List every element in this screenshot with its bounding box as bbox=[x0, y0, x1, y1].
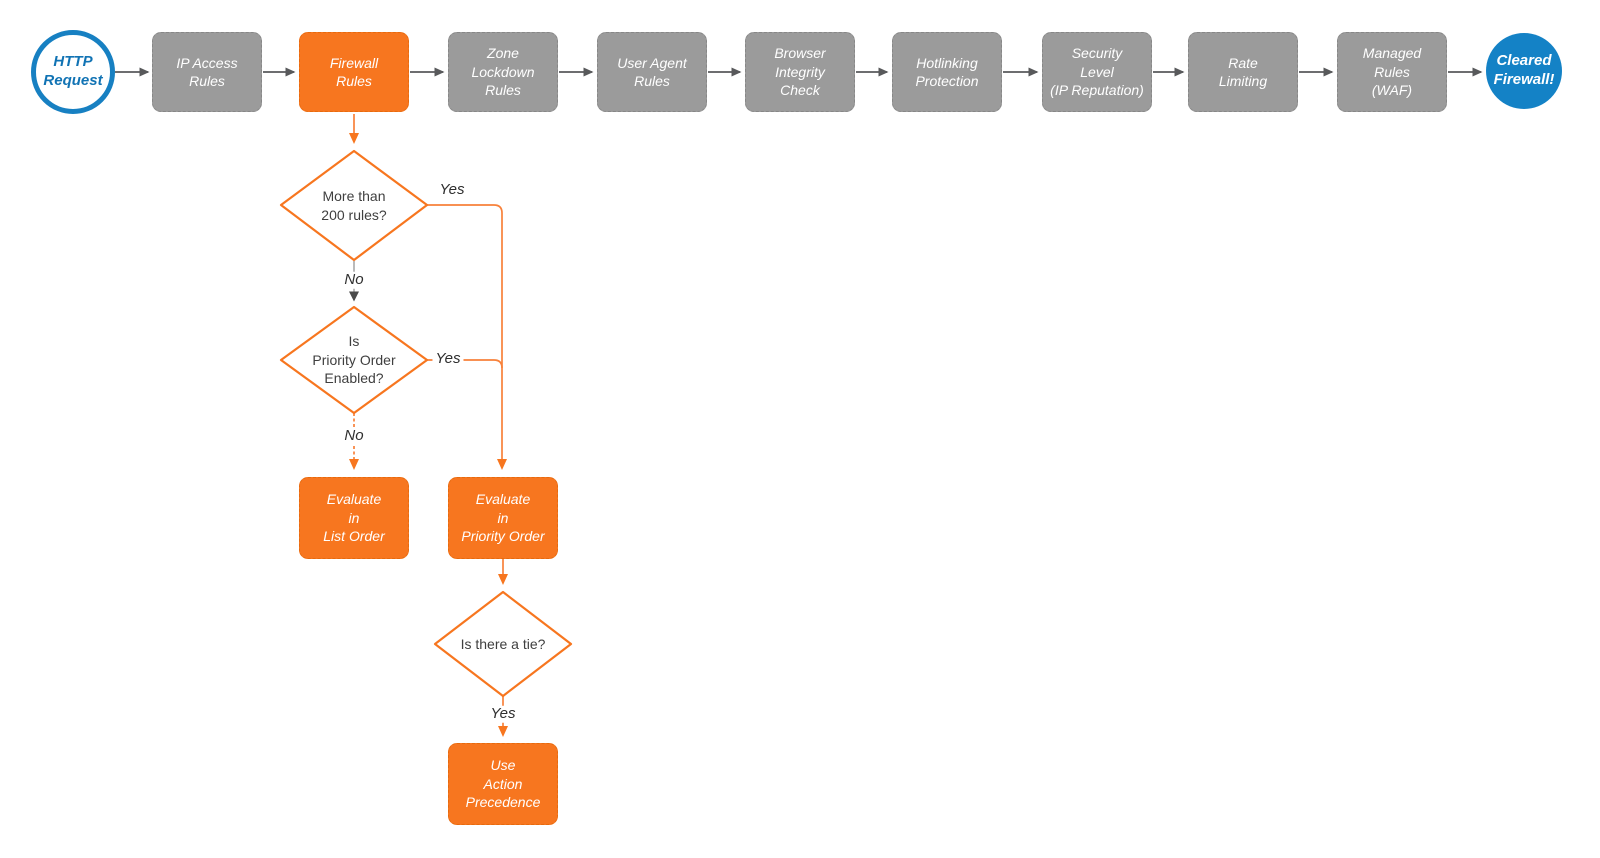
node-ip-access-rules-label: IP Access Rules bbox=[176, 54, 238, 89]
edge-priority-enabled-yes-join bbox=[427, 359, 503, 369]
edge-label-yes-more-200: Yes bbox=[436, 181, 468, 199]
decision-more-than-200-rules-label: More than 200 rules? bbox=[321, 187, 387, 223]
decision-priority-order-enabled-shape bbox=[279, 305, 429, 415]
node-evaluate-list-order-label: Evaluate in List Order bbox=[323, 491, 385, 545]
edge-label-yes-tie: Yes bbox=[487, 705, 519, 723]
node-evaluate-priority-order-label: Evaluate in Priority Order bbox=[461, 491, 545, 545]
decision-is-there-a-tie-label: Is there a tie? bbox=[460, 635, 546, 652]
decision-priority-order-enabled-label: Is Priority Order Enabled? bbox=[312, 332, 396, 387]
decision-more-than-200-rules-shape bbox=[279, 149, 429, 262]
node-evaluate-list-order: Evaluate in List Order bbox=[299, 477, 409, 559]
node-user-agent-rules: User Agent Rules bbox=[597, 32, 707, 112]
node-ip-access-rules: IP Access Rules bbox=[152, 32, 262, 112]
edge-label-no-priority-enabled: No bbox=[341, 427, 367, 445]
node-hotlinking-protection: Hotlinking Protection bbox=[892, 32, 1002, 112]
node-hotlinking-protection-label: Hotlinking Protection bbox=[915, 54, 979, 89]
node-firewall-rules: Firewall Rules bbox=[299, 32, 409, 112]
node-http-request-label: HTTP Request bbox=[43, 53, 103, 89]
node-browser-integrity-check-label: Browser Integrity Check bbox=[774, 45, 826, 99]
node-zone-lockdown-rules: Zone Lockdown Rules bbox=[448, 32, 558, 112]
node-browser-integrity-check: Browser Integrity Check bbox=[745, 32, 855, 112]
node-cleared-firewall-label: Cleared Firewall! bbox=[1493, 52, 1555, 88]
node-managed-rules-waf: Managed Rules (WAF) bbox=[1337, 32, 1447, 112]
node-security-level-label: Security Level (IP Reputation) bbox=[1050, 45, 1144, 99]
node-use-action-precedence-label: Use Action Precedence bbox=[465, 757, 541, 811]
node-cleared-firewall: Cleared Firewall! bbox=[1486, 33, 1562, 109]
node-http-request: HTTP Request bbox=[31, 30, 115, 114]
edge-label-yes-priority-enabled: Yes bbox=[432, 350, 464, 368]
node-managed-rules-waf-label: Managed Rules (WAF) bbox=[1362, 45, 1422, 99]
edge-more200-yes-to-priority-order bbox=[427, 204, 507, 470]
node-firewall-rules-label: Firewall Rules bbox=[329, 54, 379, 89]
node-user-agent-rules-label: User Agent Rules bbox=[617, 54, 687, 89]
edge-label-no-more-200: No bbox=[341, 271, 367, 289]
node-rate-limiting: Rate Limiting bbox=[1188, 32, 1298, 112]
decision-is-there-a-tie-shape bbox=[433, 590, 573, 698]
node-evaluate-priority-order: Evaluate in Priority Order bbox=[448, 477, 558, 559]
node-zone-lockdown-rules-label: Zone Lockdown Rules bbox=[471, 45, 535, 99]
node-security-level: Security Level (IP Reputation) bbox=[1042, 32, 1152, 112]
node-rate-limiting-label: Rate Limiting bbox=[1218, 54, 1268, 89]
node-use-action-precedence: Use Action Precedence bbox=[448, 743, 558, 825]
